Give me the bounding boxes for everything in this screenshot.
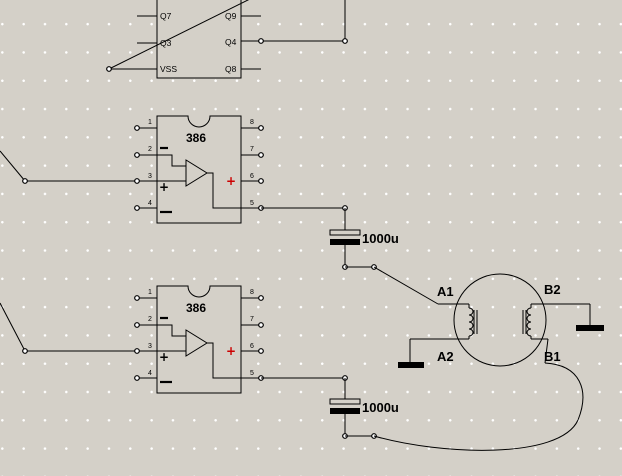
amp-386-upper[interactable]: 1 2 3 4 8 7 6 5 386 + +: [137, 115, 261, 224]
node-q4-junction[interactable]: [342, 38, 348, 44]
node-amp2-p2[interactable]: [134, 322, 140, 328]
cap1-plate-pos: [329, 229, 361, 236]
node-amp1-p7[interactable]: [258, 152, 264, 158]
amp2-body: [156, 285, 242, 394]
amp1-body: [156, 115, 242, 224]
amp1-plus-sign: +: [159, 180, 169, 194]
amp1-pinno-3: 3: [148, 173, 152, 180]
wire-amp1-in-diagonal[interactable]: [0, 150, 26, 182]
amp1-red-plus: +: [226, 174, 236, 188]
cap2-value: 1000u: [362, 400, 399, 415]
node-amp1-p2[interactable]: [134, 152, 140, 158]
cap2-plate-neg: [330, 408, 360, 414]
motor-label-b1: B1: [544, 349, 561, 364]
counter-label-q8: Q8: [225, 64, 237, 74]
amp2-red-plus: +: [226, 344, 236, 358]
amp1-pinno-4: 4: [148, 200, 152, 207]
amp2-pinno-3: 3: [148, 343, 152, 350]
cap2-plate-pos: [329, 398, 361, 405]
node-amp2-p4[interactable]: [134, 375, 140, 381]
amp2-pinno-8: 8: [250, 289, 254, 296]
ground-icon[interactable]: [398, 339, 424, 368]
amp2-pinno-1: 1: [148, 289, 152, 296]
wire-amp2-in-diagonal[interactable]: [0, 302, 26, 352]
wire-vss-diagonal[interactable]: [108, 0, 256, 70]
node-vss[interactable]: [106, 66, 112, 72]
cap1-value: 1000u: [362, 231, 399, 246]
node-amp2-p3[interactable]: [134, 348, 140, 354]
inductor-icon: [522, 303, 580, 364]
ground-icon[interactable]: [576, 303, 604, 331]
amp2-pinno-6: 6: [250, 343, 254, 350]
op-amp-triangle-icon: [157, 154, 241, 209]
node-amp1-in[interactable]: [22, 178, 28, 184]
motor-housing: [453, 273, 547, 367]
stepper-motor[interactable]: A1 A2 B2 B1: [410, 273, 580, 367]
cap1-plate-neg: [330, 239, 360, 245]
node-q4[interactable]: [258, 38, 264, 44]
amp1-title: 386: [186, 131, 206, 145]
wire-b1-curve[interactable]: [373, 362, 584, 451]
amp1-pinno-8: 8: [250, 119, 254, 126]
amp1-pinno-2: 2: [148, 146, 152, 153]
node-amp1-p8[interactable]: [258, 125, 264, 131]
motor-label-b2: B2: [544, 282, 561, 297]
counter-label-q7: Q7: [160, 11, 172, 21]
amp2-pinno-5: 5: [250, 370, 254, 377]
amp2-pinno-4: 4: [148, 370, 152, 377]
amp2-title: 386: [186, 301, 206, 315]
counter-chip-body: [156, 0, 242, 79]
amp1-pinno-7: 7: [250, 146, 254, 153]
amp1-pinno-5: 5: [250, 200, 254, 207]
capacitor-2[interactable]: 1000u: [329, 378, 399, 436]
motor-label-a2: A2: [437, 349, 454, 364]
counter-label-q4: Q4: [225, 37, 237, 47]
capacitor-1[interactable]: 1000u: [329, 208, 399, 267]
node-amp2-in[interactable]: [22, 348, 28, 354]
node-amp2-p8[interactable]: [258, 295, 264, 301]
node-amp2-p1[interactable]: [134, 295, 140, 301]
node-amp2-p6[interactable]: [258, 348, 264, 354]
amp2-pinno-2: 2: [148, 316, 152, 323]
counter-label-q9: Q9: [225, 11, 237, 21]
node-amp1-p3[interactable]: [134, 178, 140, 184]
op-amp-triangle-icon: [157, 324, 241, 379]
counter-chip[interactable]: Q7 Q3 VSS Q9 Q4 Q8: [109, 0, 261, 79]
amp2-plus-sign: +: [159, 350, 169, 364]
counter-label-vss: VSS: [160, 64, 177, 74]
node-amp1-p6[interactable]: [258, 178, 264, 184]
node-amp1-p4[interactable]: [134, 205, 140, 211]
motor-label-a1: A1: [437, 284, 454, 299]
amp1-pinno-6: 6: [250, 173, 254, 180]
counter-label-q3: Q3: [160, 38, 172, 48]
wire-a1-diagonal[interactable]: [373, 266, 439, 305]
amp-386-lower[interactable]: 1 2 3 4 8 7 6 5 386 + +: [137, 285, 261, 394]
amp2-pinno-7: 7: [250, 316, 254, 323]
node-amp2-p7[interactable]: [258, 322, 264, 328]
amp1-pinno-1: 1: [148, 119, 152, 126]
node-amp1-p1[interactable]: [134, 125, 140, 131]
inductor-icon: [410, 303, 478, 340]
